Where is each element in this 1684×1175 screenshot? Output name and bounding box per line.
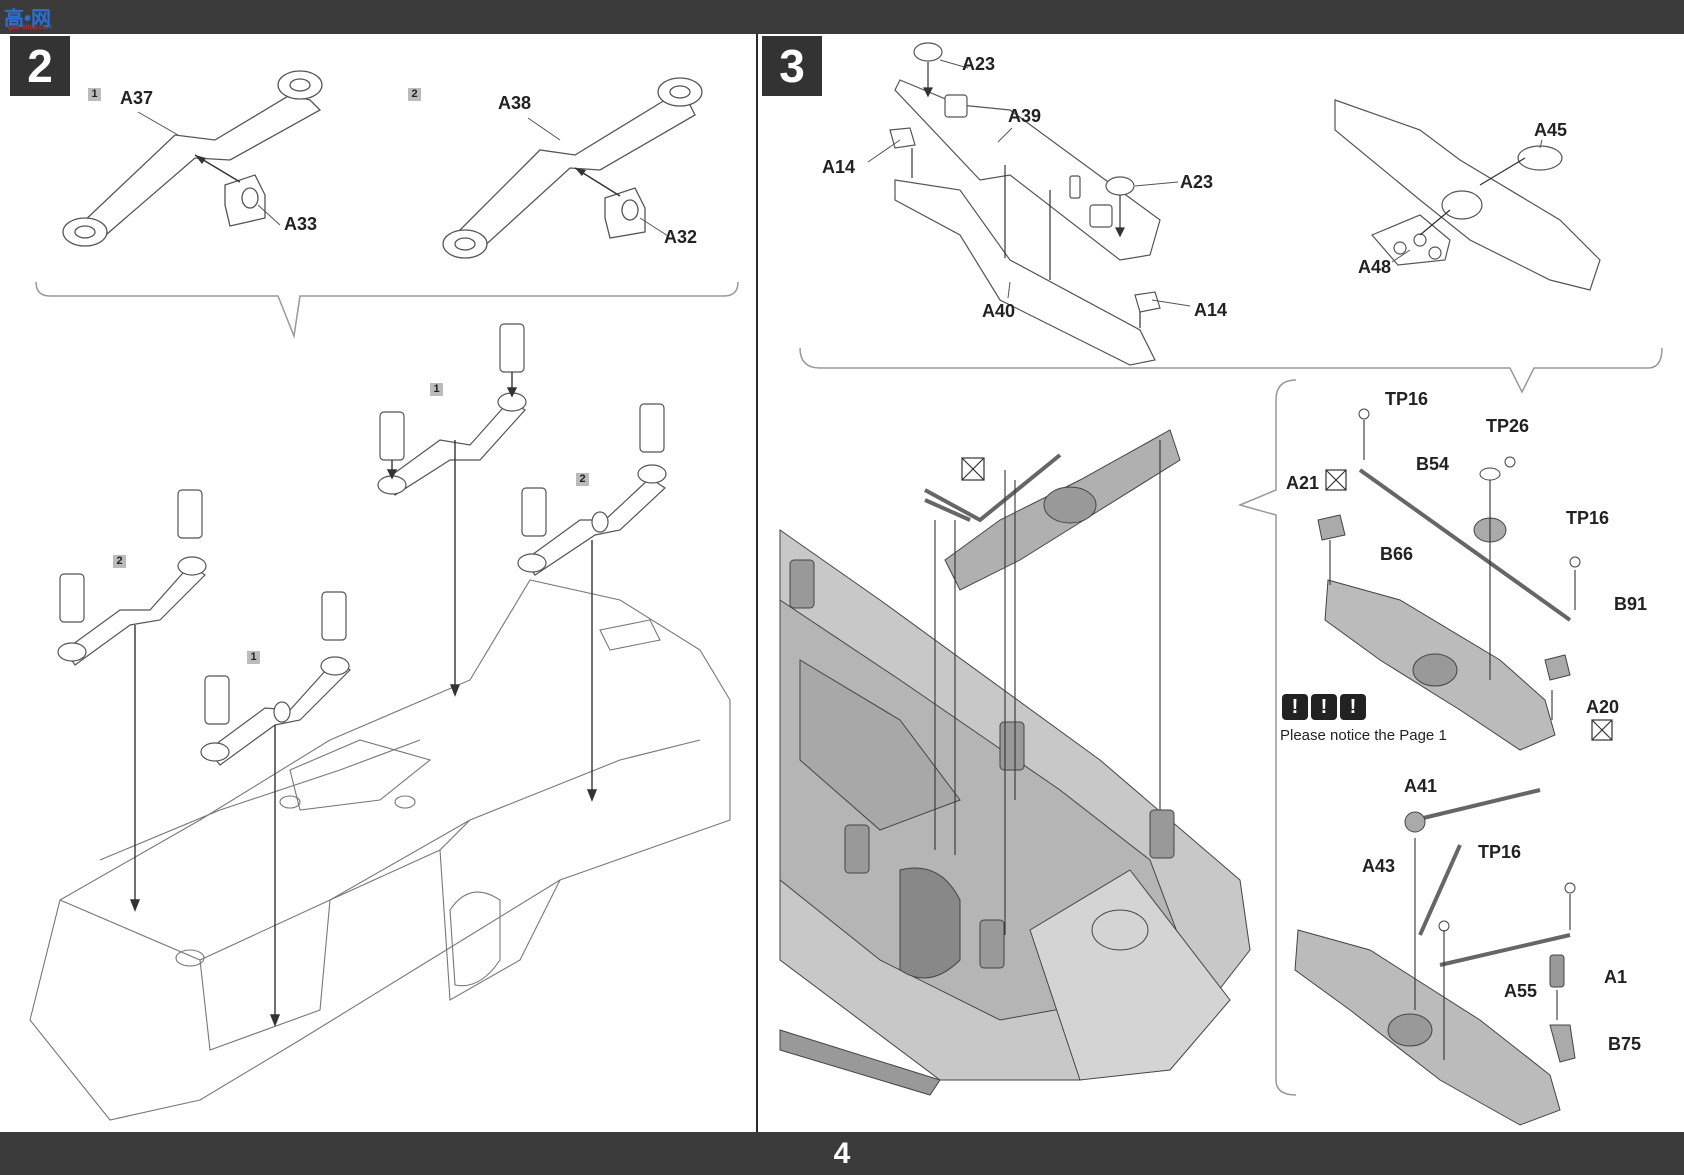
page-number: 4 xyxy=(833,1137,851,1170)
watermark-url: gao-shou.com xyxy=(8,24,53,31)
part-label-a48: A48 xyxy=(1358,257,1392,277)
part-label-a21: A21 xyxy=(1286,473,1320,493)
step3-callout-bracket xyxy=(799,347,1663,394)
steering-detail-upper xyxy=(1317,408,1581,751)
step2-callout-bracket xyxy=(35,281,739,339)
part-label-b54: B54 xyxy=(1416,454,1450,474)
part-label-a14: A14 xyxy=(822,157,856,177)
no-glue-icon-a20 xyxy=(1591,719,1613,741)
axle-a39-a40-drawing xyxy=(889,42,1161,366)
step-number-3: 3 xyxy=(762,36,822,96)
part-label-tp16: TP16 xyxy=(1478,842,1522,862)
subassembly-tag-1: 1 xyxy=(88,88,101,101)
part-label-b75: B75 xyxy=(1608,1034,1642,1054)
steering-lower-arrows xyxy=(1414,838,1571,1060)
step3-top-arrows xyxy=(911,62,1141,328)
watermark-logo: 高•网 xyxy=(4,8,52,30)
hull-line-drawing xyxy=(29,579,731,1121)
part-label-a23: A23 xyxy=(1180,172,1214,192)
part-label-a55: A55 xyxy=(1504,981,1538,1001)
steering-upper-arrows xyxy=(1329,420,1576,720)
step3-detail-bracket xyxy=(1237,379,1297,1096)
part-label-a33: A33 xyxy=(284,214,318,234)
part-label-a23: A23 xyxy=(962,54,996,74)
part-label-tp26: TP26 xyxy=(1486,416,1530,436)
no-glue-icon-a21 xyxy=(1325,469,1347,491)
exclamation-icon: ! xyxy=(1282,694,1308,720)
part-label-a41: A41 xyxy=(1404,776,1438,796)
part-label-a14: A14 xyxy=(1194,300,1228,320)
part-label-a40: A40 xyxy=(982,301,1016,321)
assembly-tag: 1 xyxy=(430,383,443,396)
part-label-a20: A20 xyxy=(1586,697,1620,717)
part-label-a43: A43 xyxy=(1362,856,1396,876)
step2-arrows xyxy=(129,372,598,1027)
assembly-tag: 1 xyxy=(247,651,260,664)
part-label-b91: B91 xyxy=(1614,594,1648,614)
top-bar xyxy=(0,0,1684,34)
arm-a37-drawing xyxy=(62,70,323,247)
axle-above-hull xyxy=(924,429,1181,591)
part-label-a38: A38 xyxy=(498,93,532,113)
part-label-a32: A32 xyxy=(664,227,698,247)
part-label-tp16: TP16 xyxy=(1566,508,1610,528)
assembly-2-left xyxy=(57,489,207,666)
hull-shaded-drawing xyxy=(779,529,1251,1096)
no-glue-icon-hull xyxy=(961,457,985,481)
step-number-2: 2 xyxy=(10,36,70,96)
part-label-a45: A45 xyxy=(1534,120,1568,140)
notice-text: Please notice the Page 1 xyxy=(1280,727,1447,744)
part-label-a37: A37 xyxy=(120,88,154,108)
assembly-1-center xyxy=(200,591,351,766)
axle-a45-a48-drawing xyxy=(1334,99,1601,291)
exclamation-icon: ! xyxy=(1311,694,1337,720)
part-label-b66: B66 xyxy=(1380,544,1414,564)
assembly-2-right xyxy=(517,403,667,576)
part-label-tp16: TP16 xyxy=(1385,389,1429,409)
subassembly-tag-2: 2 xyxy=(408,88,421,101)
assembly-tag: 2 xyxy=(113,555,126,568)
part-label-a1: A1 xyxy=(1604,967,1628,987)
label-leader-lines xyxy=(137,59,1543,307)
bottom-bar xyxy=(0,1132,1684,1175)
exclamation-icon: ! xyxy=(1340,694,1366,720)
caution-icons: ! ! ! xyxy=(1282,694,1366,720)
assembly-tag: 2 xyxy=(576,473,589,486)
steering-detail-lower xyxy=(1294,788,1576,1126)
arm-a38-drawing xyxy=(442,77,703,259)
spring-arm-assemblies xyxy=(57,323,667,766)
step3-main-arrows xyxy=(934,440,1161,935)
assembly-1-top xyxy=(377,323,527,496)
part-label-a39: A39 xyxy=(1008,106,1042,126)
page-divider xyxy=(756,34,758,1132)
